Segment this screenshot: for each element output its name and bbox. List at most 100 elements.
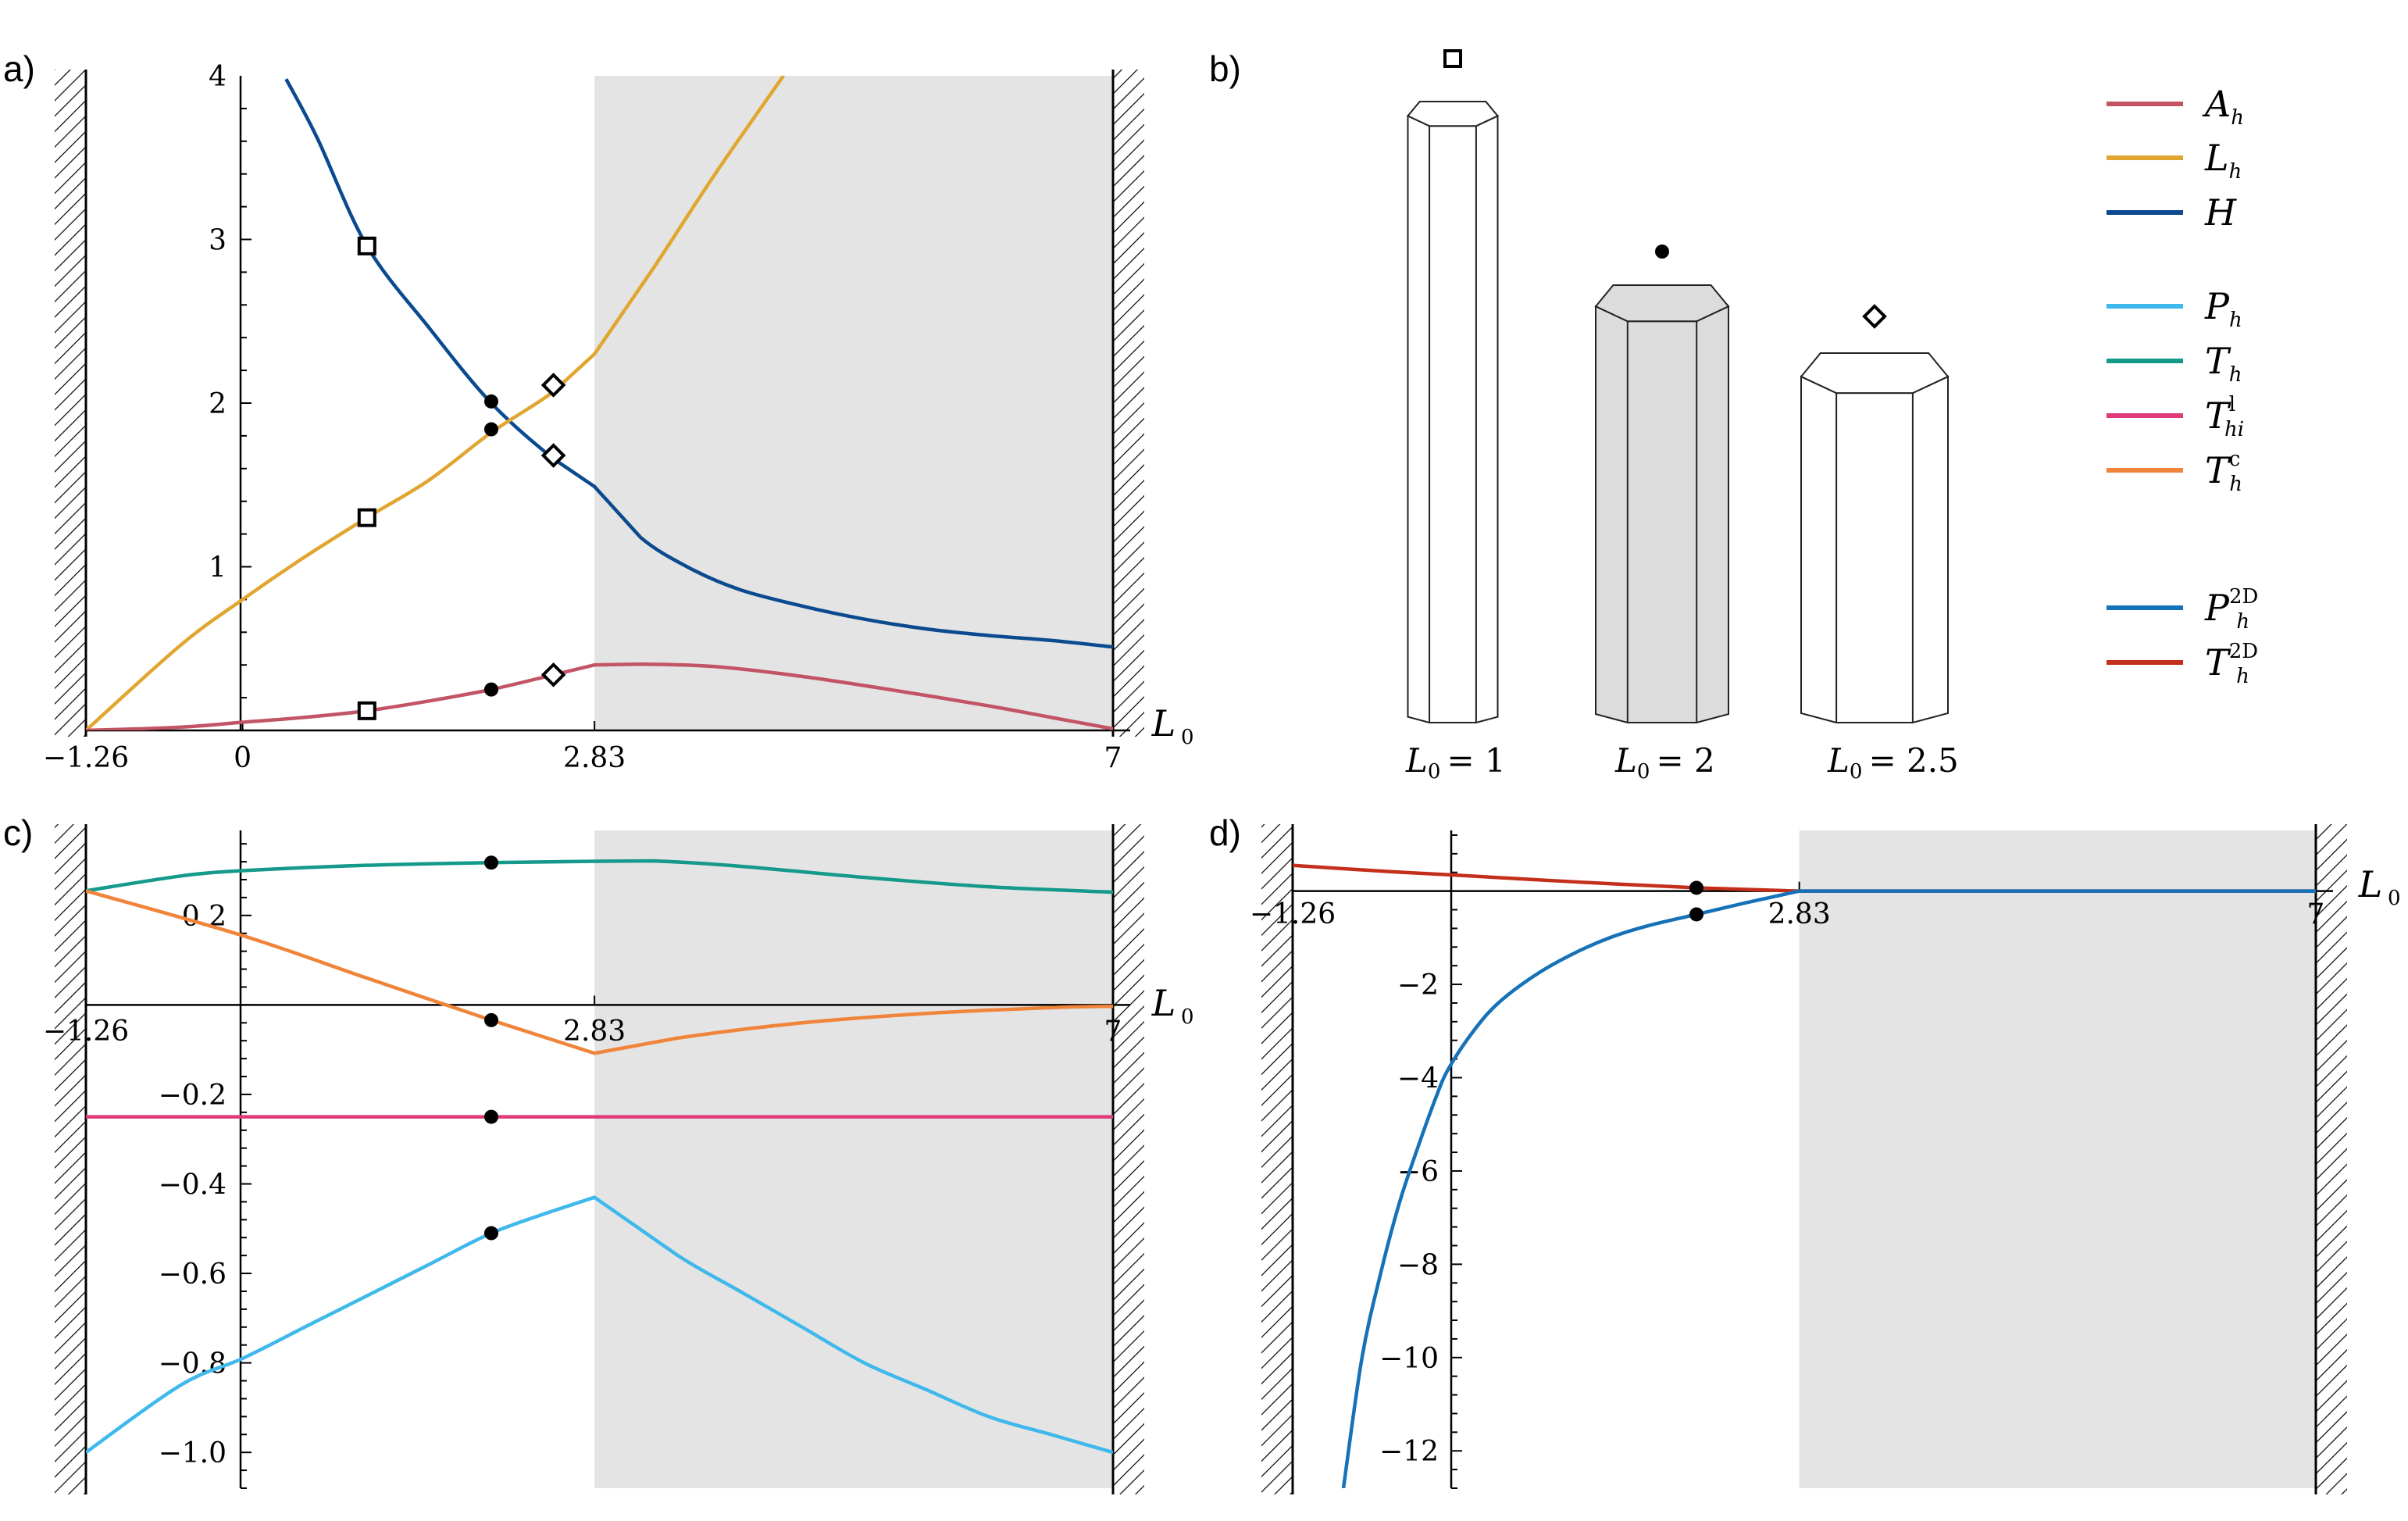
prism-marker-square [1443,49,1462,68]
panel-label-d: d) [1209,812,1241,853]
shaded-region [594,830,1113,1488]
left-wall-hatch [1261,824,1293,1494]
data-marker-circle [483,1226,498,1241]
data-marker-circle [483,394,498,409]
left-wall-hatch [55,824,86,1494]
y-tick-label: −1.0 [159,1437,227,1469]
x-axis-label: L [2358,863,2383,905]
prism-caption-sub: 0 [1850,760,1863,784]
y-tick-label: −0.2 [159,1080,227,1112]
x-tick-label: −1.26 [43,742,129,774]
legend-symbol: T [2205,395,2231,437]
shaded-region [594,76,1113,730]
y-tick-label: −0.8 [159,1348,227,1380]
right-wall-hatch [2316,824,2347,1494]
data-marker-circle [483,1012,498,1027]
legend-sub: h [2229,160,2242,184]
data-marker-circle [483,682,498,697]
prism-top-face [1406,101,1500,127]
panel-label-b: b) [1209,48,1241,89]
legend-sup: l [2229,393,2235,416]
prism-caption: L0= 2 [1614,741,1715,784]
x-tick-label: 2.83 [1768,898,1831,930]
legend-label: Th [2205,340,2242,387]
x-tick-label: 2.83 [563,1016,626,1048]
x-axis-label: L [1151,982,1176,1024]
prism-body [1800,375,1949,723]
y-tick-label: 1 [209,552,227,584]
legend-symbol: L [2204,137,2229,179]
y-tick-label: −8 [1397,1249,1439,1281]
data-marker-circle [1689,880,1704,895]
series-line-Tc [86,889,1113,1055]
x-tick-label: 7 [1104,742,1122,774]
series-line-P [86,1195,1113,1455]
x-axis-label-sub: 0 [2388,887,2401,910]
data-marker-circle [483,422,498,437]
x-tick-label: 2.83 [563,742,626,774]
left-wall-hatch [55,70,86,737]
legend-label: H [2204,191,2237,234]
y-tick-label: 3 [209,225,227,257]
x-tick-label: −1.26 [1250,898,1336,930]
legend-symbol: A [2202,83,2231,125]
prism-caption-eq: = 2.5 [1868,741,1958,780]
panel-label-c: c) [3,812,33,853]
prism-caption-sub: 0 [1637,760,1650,784]
prism-marker-circle [1655,245,1669,259]
y-tick-label: −0.4 [159,1169,227,1201]
right-wall-hatch [1113,70,1144,737]
y-tick-label: −10 [1379,1343,1439,1375]
prism-caption: L0= 1 [1405,741,1506,784]
series-line-P2D [1341,889,2316,1488]
x-tick-label: 7 [2307,898,2325,930]
x-tick-label: 0 [234,742,252,774]
series-line-T2D [1293,863,2316,893]
y-tick-label: −2 [1397,969,1439,1002]
prism-body [1595,305,1729,723]
legend-label: Ah [2202,83,2244,130]
panel-label-a: a) [3,48,35,89]
prism-caption-L: L [1827,741,1850,780]
prism-body [1407,114,1499,723]
y-tick-label: −4 [1397,1062,1439,1094]
prism-caption-eq: = 1 [1447,741,1505,780]
legend-sub: h [2229,363,2242,387]
prism-caption: L0= 2.5 [1827,741,1959,784]
prism-top-face [1800,352,1950,395]
prism-top-face [1594,284,1730,323]
y-tick-label: 4 [209,61,227,93]
legend-symbol: T [2205,641,2231,684]
data-marker-square [357,236,376,255]
data-marker-diamond [540,443,566,468]
legend-sup: 2D [2229,585,2258,609]
y-tick-label: −12 [1379,1436,1439,1468]
prism-caption-eq: = 2 [1656,741,1714,780]
series-line-L [86,76,785,730]
data-marker-square [357,701,376,720]
legend-symbol: P [2204,285,2230,327]
x-axis-label-sub: 0 [1181,1005,1194,1029]
legend-sub: h [2229,309,2242,332]
x-tick-label: −1.26 [43,1016,129,1048]
prism-caption-L: L [1614,741,1637,780]
y-tick-label: −6 [1397,1156,1439,1188]
legend-sub: hi [2224,418,2244,441]
data-marker-circle [483,1109,498,1124]
data-marker-circle [483,855,498,870]
prism-caption-sub: 0 [1428,760,1441,784]
x-axis-label-sub: 0 [1181,726,1194,749]
right-wall-hatch [1113,824,1144,1494]
shaded-region [1799,830,2316,1488]
x-tick-label: 7 [1104,1016,1122,1048]
legend-sup: 2D [2229,640,2258,663]
series-line-T [86,859,1113,894]
prism-caption-L: L [1405,741,1428,780]
legend-sub: h [2236,610,2249,634]
